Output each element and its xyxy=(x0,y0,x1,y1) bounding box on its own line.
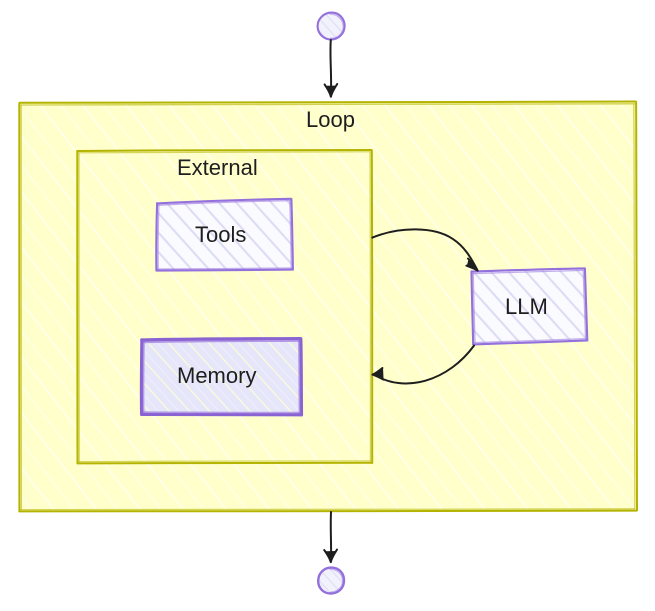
edge-external-to-llm xyxy=(371,228,479,272)
end-node[interactable] xyxy=(316,566,346,595)
start-node[interactable] xyxy=(316,11,346,41)
external-container[interactable] xyxy=(76,149,374,465)
memory-node[interactable] xyxy=(139,337,304,417)
tools-node[interactable] xyxy=(155,197,294,272)
llm-node[interactable] xyxy=(470,267,589,346)
edge-start-to-loop xyxy=(323,39,339,98)
edge-loop-to-end xyxy=(323,511,338,563)
edge-llm-to-external xyxy=(371,344,475,385)
